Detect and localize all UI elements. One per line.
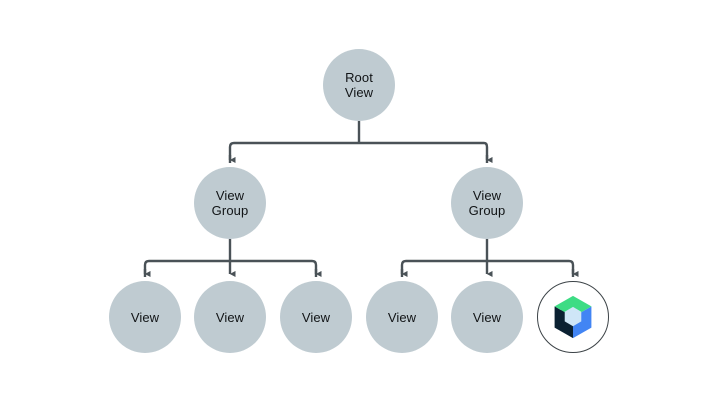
node-view-group-right-label: View Group <box>468 188 506 218</box>
node-root-view[interactable]: Root View <box>323 49 395 121</box>
node-view-5[interactable]: View <box>451 281 523 353</box>
edge-root-to-viewgroups <box>228 121 493 164</box>
node-view-1[interactable]: View <box>109 281 181 353</box>
node-view-1-label: View <box>130 309 160 325</box>
node-view-3[interactable]: View <box>280 281 352 353</box>
edge-right-viewgroup-to-views <box>400 239 579 278</box>
node-view-2-label: View <box>215 309 245 325</box>
node-view-group-left[interactable]: View Group <box>194 167 266 239</box>
node-view-4-label: View <box>387 309 417 325</box>
edge-left-viewgroup-to-views <box>143 239 322 278</box>
node-view-group-left-label: View Group <box>211 188 249 218</box>
node-view-group-right[interactable]: View Group <box>451 167 523 239</box>
node-view-3-label: View <box>301 309 331 325</box>
jetpack-compose-logo-icon <box>550 294 596 340</box>
node-view-2[interactable]: View <box>194 281 266 353</box>
node-compose[interactable] <box>537 281 609 353</box>
node-root-view-label: Root View <box>344 70 374 100</box>
node-view-5-label: View <box>472 309 502 325</box>
node-view-4[interactable]: View <box>366 281 438 353</box>
